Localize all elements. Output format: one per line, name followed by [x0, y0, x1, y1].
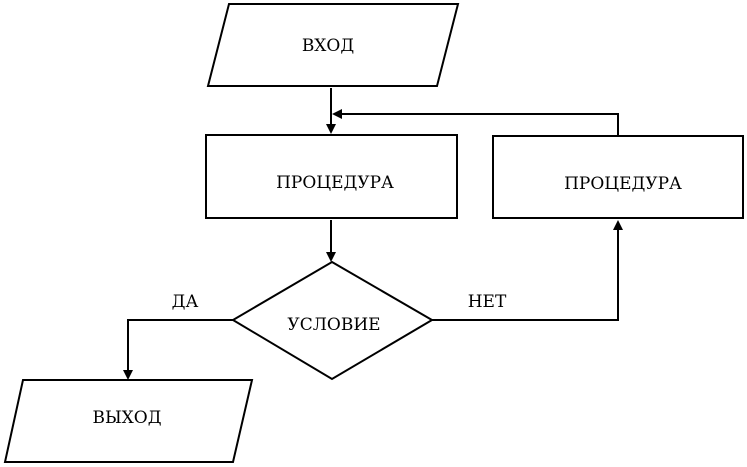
connector-loop-return [332, 109, 619, 136]
procedure-loop-shape [492, 135, 744, 219]
condition-node: УСЛОВИЕ [231, 260, 434, 381]
no-edge-label: НЕТ [468, 292, 507, 312]
yes-edge-label: ДА [172, 292, 199, 312]
condition-node-label: УСЛОВИЕ [287, 315, 380, 335]
input-node: ВХОД [206, 3, 460, 87]
input-node-label: ВХОД [302, 36, 354, 56]
connector-condition-to-loop-no [432, 220, 623, 321]
output-node: ВЫХОД [3, 379, 254, 463]
procedure-loop-node: ПРОЦЕДУРА [492, 135, 744, 219]
procedure-loop-label: ПРОЦЕДУРА [564, 174, 682, 194]
procedure-main-shape [205, 134, 458, 219]
output-node-shape [3, 379, 254, 463]
procedure-main-label: ПРОЦЕДУРА [276, 173, 394, 193]
input-node-shape [206, 3, 460, 87]
connector-condition-to-output-yes [123, 319, 233, 380]
condition-node-shape [231, 260, 434, 381]
output-node-label: ВЫХОД [92, 408, 161, 428]
procedure-main-node: ПРОЦЕДУРА [205, 134, 458, 219]
